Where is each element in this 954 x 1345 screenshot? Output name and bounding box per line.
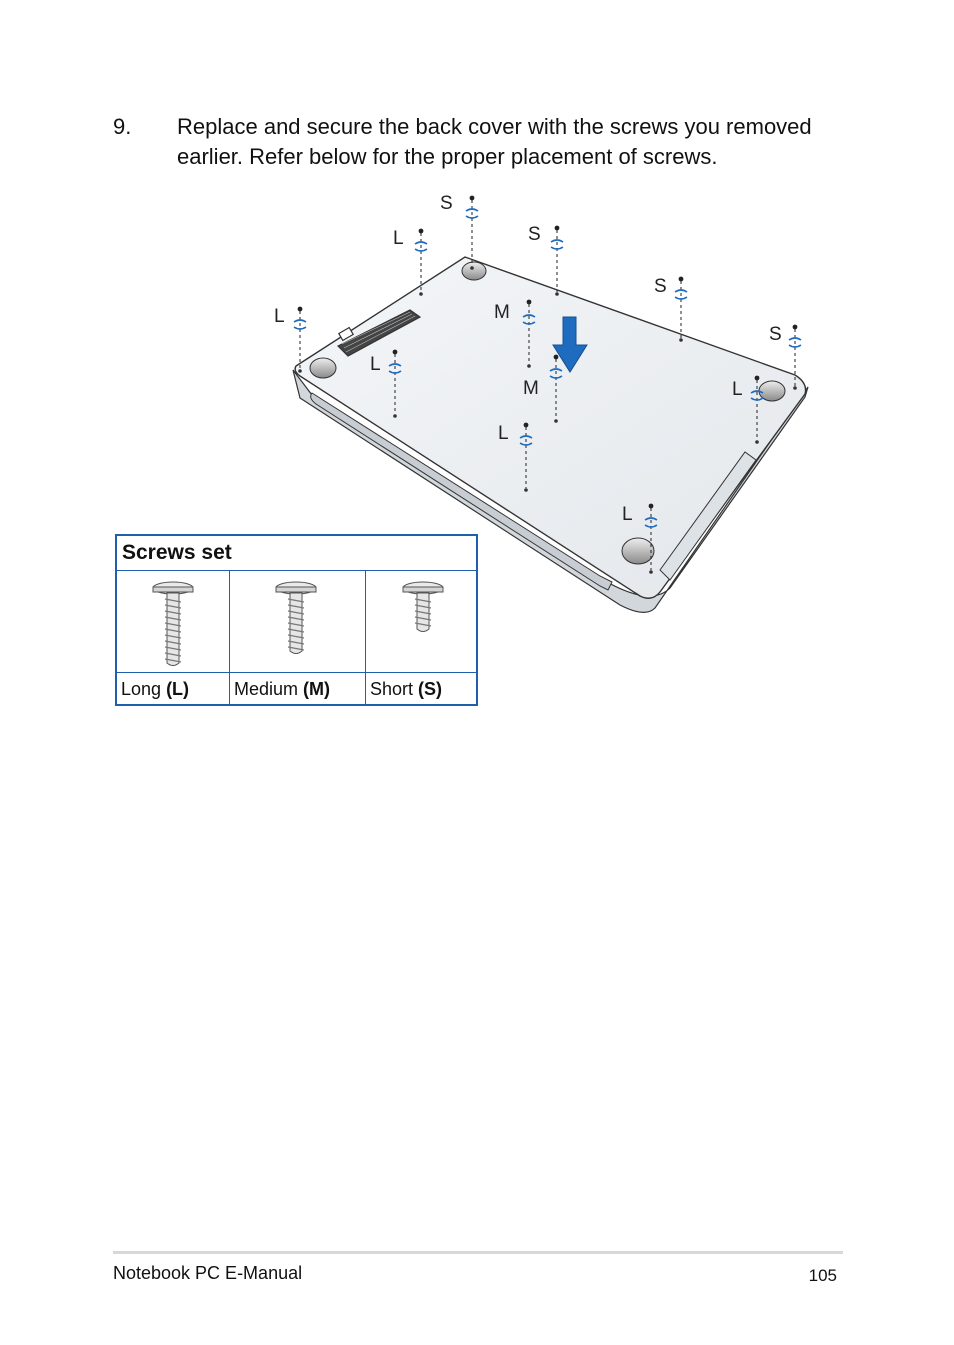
screw-labels-row: Long (L) Medium (M) Short (S) — [117, 673, 476, 706]
screws-set-title: Screws set — [117, 536, 476, 571]
rotate-arrow-icons — [293, 208, 802, 528]
back-cover — [294, 256, 807, 599]
laptop-bottom — [292, 256, 809, 613]
screw-callout: S — [654, 276, 667, 297]
footer-divider — [113, 1251, 843, 1254]
manual-title: Notebook PC E-Manual — [113, 1263, 303, 1283]
page-number: 105 — [808, 1266, 837, 1285]
screw-heads — [297, 195, 798, 509]
long-screw-icon — [152, 581, 194, 666]
screw-callout: L — [732, 379, 743, 400]
install-arrow-icon — [552, 316, 588, 373]
screw-callout: L — [498, 423, 509, 444]
screw-holes — [298, 266, 797, 574]
short-screw-label: Short (S) — [370, 679, 443, 699]
screw-callout: S — [769, 324, 782, 345]
screw-callout: S — [440, 193, 453, 214]
long-screw-cell — [117, 571, 230, 672]
screw-callout: L — [393, 228, 404, 249]
screw-callout: L — [370, 354, 381, 375]
short-screw-icon — [402, 581, 444, 632]
rubber-foot — [621, 537, 655, 565]
screw-callout: M — [494, 302, 510, 323]
screw-callout: M — [523, 378, 539, 399]
screws-set-table: Screws set — [115, 534, 478, 706]
long-screw-label: Long (L) — [117, 673, 230, 706]
short-screw-cell — [366, 571, 476, 672]
rubber-foot — [461, 261, 487, 281]
step-number: 9. — [113, 114, 132, 139]
step-text: Replace and secure the back cover with t… — [177, 114, 812, 169]
screw-images-row — [117, 571, 476, 673]
vent-grille — [336, 309, 422, 357]
medium-screw-label: Medium (M) — [230, 673, 366, 706]
rubber-foot — [309, 357, 337, 379]
back-cover-screw-diagram: S L S S L M S L M L L L — [260, 180, 820, 620]
medium-screw-icon — [275, 581, 317, 654]
medium-screw-cell — [230, 571, 366, 672]
screw-guides — [299, 200, 796, 570]
screw-callout: L — [622, 504, 633, 525]
screw-callout: S — [528, 224, 541, 245]
screw-callout: L — [274, 306, 285, 327]
